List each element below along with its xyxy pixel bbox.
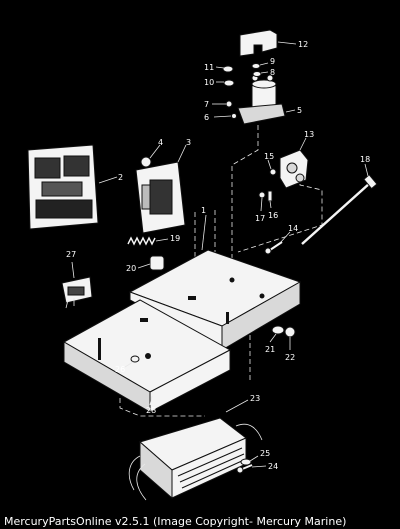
callout-15: 15 bbox=[264, 152, 274, 161]
part-12-bracket bbox=[239, 29, 297, 57]
part-20-sleeve bbox=[137, 255, 165, 271]
part-1-mounting-tray bbox=[62, 214, 302, 413]
hardware-24-25 bbox=[236, 455, 267, 474]
callout-16: 16 bbox=[268, 211, 278, 220]
callout-14: 14 bbox=[288, 224, 298, 233]
part-14-screw bbox=[264, 231, 291, 255]
part-2-decal bbox=[27, 144, 118, 230]
callout-27: 27 bbox=[66, 250, 76, 259]
callout-21: 21 bbox=[265, 345, 275, 354]
callout-3: 3 bbox=[186, 138, 191, 147]
callout-23: 23 bbox=[250, 394, 260, 403]
callout-12: 12 bbox=[298, 40, 308, 49]
callout-25: 25 bbox=[260, 449, 270, 458]
callout-labels: 1 2 3 4 5 6 7 8 9 10 11 12 13 14 15 16 1… bbox=[66, 40, 370, 471]
hardware-21-22-26 bbox=[124, 325, 296, 368]
callout-2: 2 bbox=[118, 173, 123, 182]
copyright-footer: MercuryPartsOnline v2.5.1 (Image Copyrig… bbox=[4, 515, 347, 528]
callout-19: 19 bbox=[170, 234, 180, 243]
callout-7: 7 bbox=[204, 100, 209, 109]
part-19-spring bbox=[127, 236, 169, 246]
callout-8: 8 bbox=[270, 68, 275, 77]
part-27-terminal-block bbox=[61, 261, 93, 309]
hardware-6-to-11 bbox=[212, 62, 269, 119]
part-18-long-bolt bbox=[301, 163, 378, 245]
hardware-15-16-17 bbox=[258, 159, 277, 212]
callout-4: 4 bbox=[158, 138, 163, 147]
callout-22: 22 bbox=[285, 353, 295, 362]
callout-17: 17 bbox=[255, 214, 265, 223]
callout-13: 13 bbox=[304, 130, 314, 139]
part-5-solenoid bbox=[237, 74, 296, 125]
callout-18: 18 bbox=[360, 155, 370, 164]
part-13-connector bbox=[279, 137, 309, 189]
callout-26: 26 bbox=[115, 365, 125, 374]
part-23-rectifier bbox=[128, 399, 263, 501]
callout-10: 10 bbox=[204, 78, 214, 87]
callout-1: 1 bbox=[201, 206, 206, 215]
callout-28: 28 bbox=[146, 406, 156, 415]
callout-20: 20 bbox=[126, 264, 136, 273]
part-3-module bbox=[135, 144, 187, 234]
callout-11: 11 bbox=[204, 63, 214, 72]
callout-5: 5 bbox=[297, 106, 302, 115]
callout-9: 9 bbox=[270, 57, 275, 66]
callout-6: 6 bbox=[204, 113, 209, 122]
callout-24: 24 bbox=[268, 462, 278, 471]
